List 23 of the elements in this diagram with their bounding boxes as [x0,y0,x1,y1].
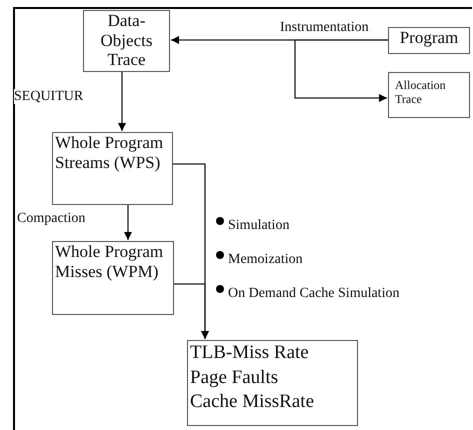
arrow [118,72,126,131]
process-box [52,241,174,315]
list-item: On Demand Cache Simulation [228,286,400,302]
process-box [52,132,173,205]
edge-label: Compaction [17,211,86,226]
arrow [174,283,209,339]
edge-label: SEQUITUR [14,89,84,104]
box-text: Cache MissRate [190,390,316,414]
box-text: Program [398,28,460,48]
box-text: Whole Program Misses (WPM) [55,242,164,282]
process-box [388,72,470,118]
box-text: Page Faults [190,366,280,390]
process-box [83,10,170,72]
box-text: Allocation Trace [395,79,447,107]
arrow [294,39,388,102]
box-text: Data-Objects Trace [100,11,154,70]
result-box [187,340,358,426]
list-item: Simulation [228,218,290,234]
process-box [388,27,470,54]
box-text: TLB-Miss Rate [190,341,310,365]
box-text: Whole Program Streams (WPS) [55,133,164,172]
arrow [124,205,132,240]
list-item: Memoization [228,252,303,268]
